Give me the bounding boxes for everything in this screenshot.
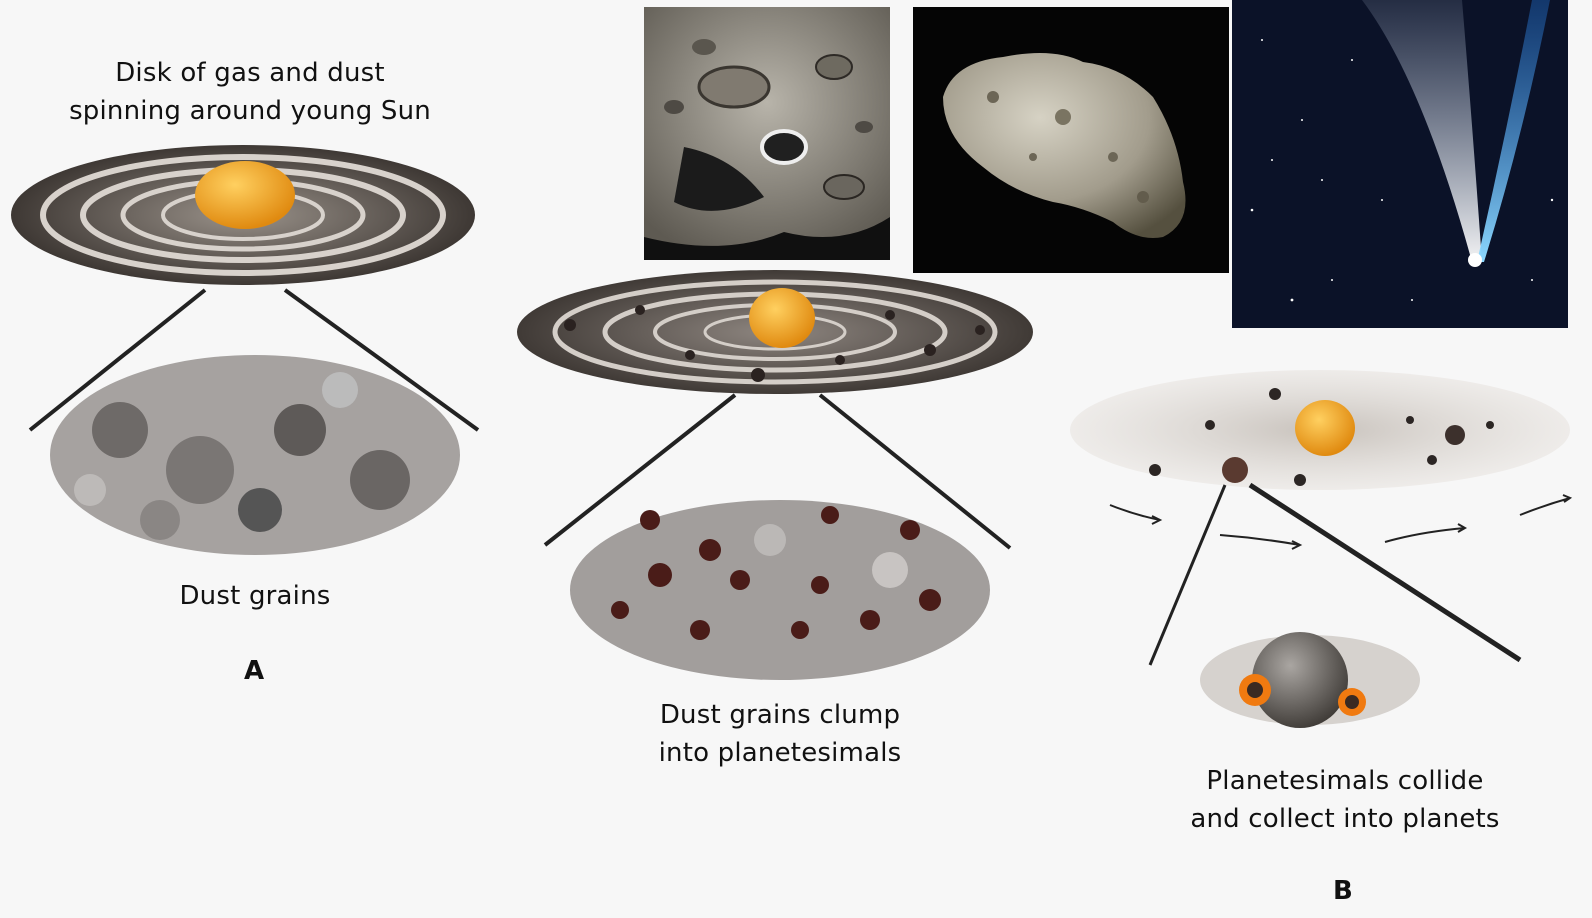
comet-photo — [1232, 0, 1568, 328]
young-sun-middle — [749, 288, 815, 348]
colliding-planetesimals-inset — [1200, 632, 1420, 728]
stage-b-caption: Planetesimals collide and collect into p… — [1160, 762, 1530, 838]
young-sun-b — [1295, 400, 1355, 456]
stage-middle-caption: Dust grains clump into planetesimals — [620, 696, 940, 772]
stage-a-caption-line2: spinning around young Sun — [40, 92, 460, 130]
stage-middle-caption-line2: into planetesimals — [620, 734, 940, 772]
stage-middle-disk-diagram — [510, 270, 1040, 690]
stage-middle-caption-line1: Dust grains clump — [620, 696, 940, 734]
stage-a-disk-diagram — [0, 130, 500, 570]
stage-b-caption-line1: Planetesimals collide — [1160, 762, 1530, 800]
stage-a-caption-line1: Disk of gas and dust — [40, 54, 460, 92]
moon-crater-photo — [644, 7, 890, 260]
stage-a-bottom-caption: Dust grains — [130, 577, 380, 615]
young-sun-a — [195, 161, 295, 229]
panel-label-b: B — [1333, 876, 1353, 906]
panel-label-a: A — [244, 656, 264, 686]
dust-grains-inset — [50, 355, 460, 555]
stage-b-disk-diagram — [1060, 330, 1592, 750]
stage-b-caption-line2: and collect into planets — [1160, 800, 1530, 838]
stage-a-top-caption: Disk of gas and dust spinning around you… — [40, 54, 460, 130]
asteroid-photo — [913, 7, 1229, 273]
planetesimals-inset — [570, 500, 990, 680]
